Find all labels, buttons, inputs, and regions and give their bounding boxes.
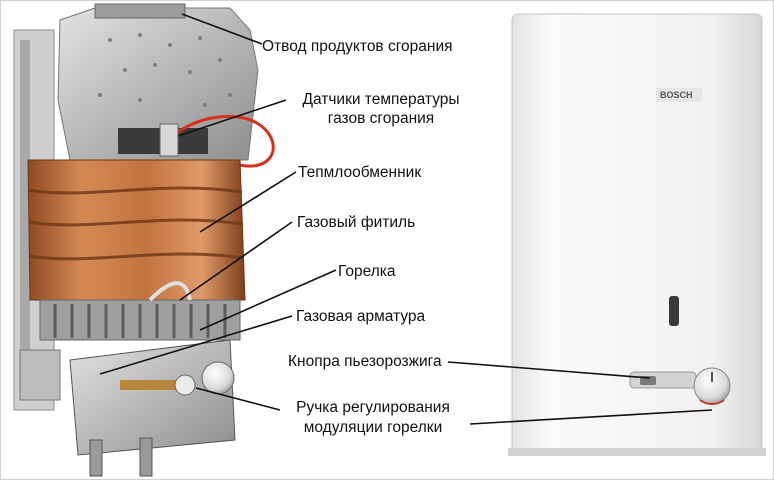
piezo-button-panel — [629, 371, 697, 389]
line-heat-exchanger — [199, 171, 297, 233]
exhaust-collar — [94, 3, 186, 19]
gas-fittings — [69, 339, 236, 456]
fittings-bar — [120, 380, 180, 390]
label-piezo-button: Кнопра пьезорозжига — [288, 353, 442, 370]
label-gas-fittings: Газовая арматура — [296, 308, 426, 325]
heat-exchanger — [27, 159, 246, 301]
label-temp-sensors-line1: Датчики температуры — [302, 91, 460, 108]
label-exhaust: Отвод продуктов сгорания — [262, 38, 453, 55]
brand-logo: BOSCH — [660, 90, 693, 100]
temp-sensor — [159, 123, 179, 157]
line-burner — [199, 269, 337, 331]
line-gas-fittings — [99, 315, 293, 375]
label-knob-line2: модуляции горелки — [303, 419, 443, 436]
piezo-element — [174, 374, 196, 396]
heater-internals — [13, 3, 275, 477]
hood-perforations — [98, 33, 232, 107]
label-burner: Горелка — [338, 263, 396, 280]
pipe-left — [89, 439, 103, 477]
callout-lines — [99, 13, 713, 425]
side-bracket — [19, 349, 61, 401]
sensor-wire — [177, 115, 275, 168]
flame-window — [669, 296, 679, 326]
label-gas-wick: Газовый фитиль — [297, 214, 416, 231]
line-knob-right — [469, 409, 713, 425]
pipe-right — [139, 437, 153, 477]
line-temp-sensors — [177, 99, 287, 137]
label-heat-exchanger: Тепмлообменник — [298, 164, 422, 181]
line-exhaust — [181, 13, 263, 45]
line-piezo-button — [447, 361, 651, 379]
label-knob-line1: Ручка регулирования — [296, 399, 450, 416]
line-knob-left — [195, 387, 281, 411]
heater-casing — [508, 13, 766, 456]
regulator-knob — [201, 361, 235, 395]
casing-bottom — [508, 448, 766, 456]
label-temp-sensors-line2: газов сгорания — [327, 110, 435, 127]
line-gas-wick — [179, 221, 293, 301]
